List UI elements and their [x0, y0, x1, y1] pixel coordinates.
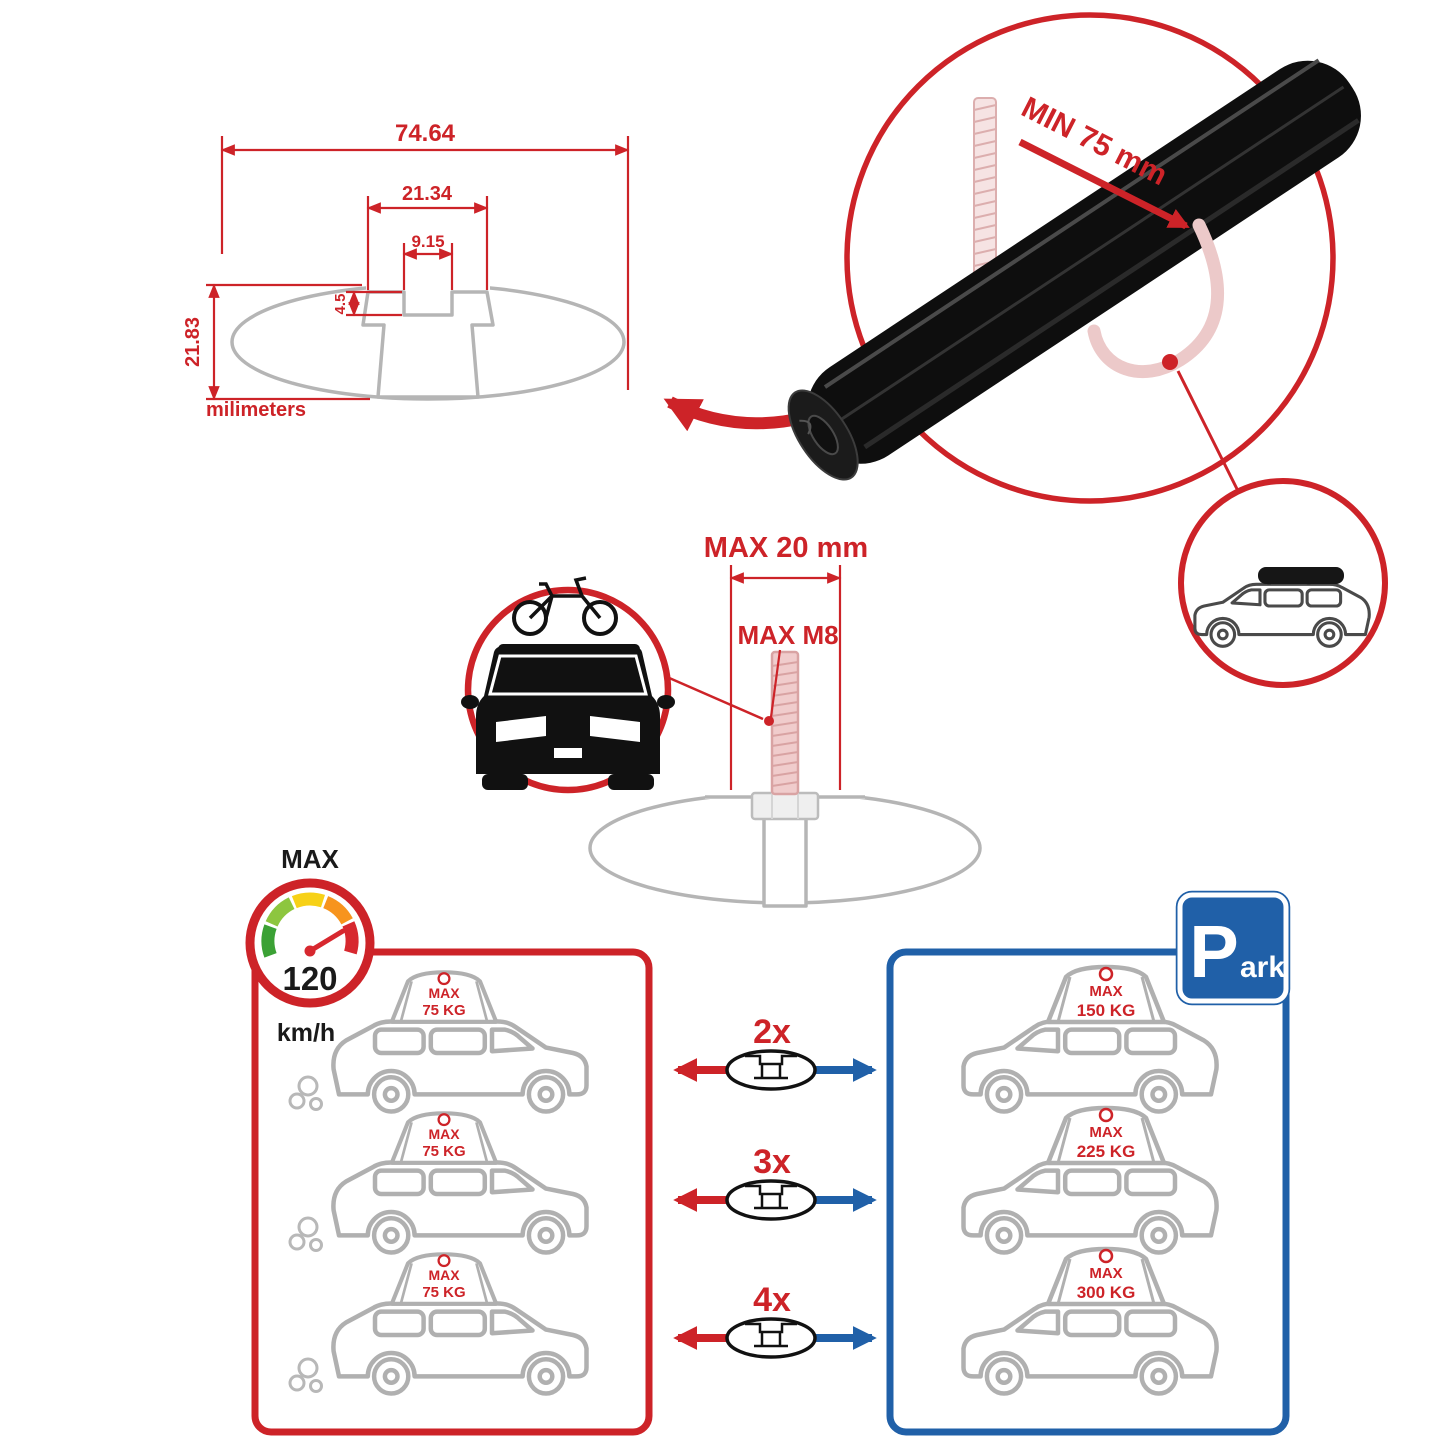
bolt-detail-section: MAX 20 mm MAX M8 [461, 532, 982, 908]
speed-units: km/h [277, 1019, 335, 1047]
load-value: 150 KG [1077, 1001, 1136, 1020]
load-value: 225 KG [1077, 1142, 1136, 1161]
dim-slot-opening: 9.15 [411, 232, 444, 251]
load-value: 75 KG [422, 1143, 465, 1160]
roof-box [1258, 567, 1344, 584]
exhaust-puffs [288, 1357, 323, 1393]
multiplier-rows: 2x 3x 4x [673, 1013, 877, 1359]
bolt-max-length-label: MAX 20 mm [704, 532, 868, 564]
multiplier-2x: 2x [753, 1013, 791, 1051]
gauge-needle [307, 928, 346, 954]
load-label: MAX [1089, 1265, 1122, 1282]
clamp-point-dot [1162, 354, 1178, 370]
profile-dimension-diagram: 74.64 21.34 9.15 4.5 21.83 milimeters [182, 120, 630, 421]
multiplier-4x: 4x [753, 1281, 791, 1319]
dim-units-label: milimeters [206, 399, 306, 421]
crossbar-profile-icon [725, 1049, 817, 1091]
exhaust-puffs [288, 1216, 323, 1252]
parking-letter: P [1189, 910, 1238, 993]
load-label: MAX [428, 985, 460, 1001]
load-label: MAX [1089, 1124, 1122, 1141]
multiplier-3x: 3x [753, 1143, 791, 1181]
ghost-bolt [750, 650, 820, 821]
load-value: 300 KG [1077, 1283, 1136, 1302]
load-label: MAX [428, 1267, 460, 1283]
speed-value: 120 [282, 960, 337, 997]
crossbar-profile-icon [725, 1317, 817, 1359]
speed-max-label: MAX [281, 844, 339, 874]
roofbox-suv-callout [1178, 478, 1388, 688]
crossbar-profile-icon [725, 1179, 817, 1221]
load-label: MAX [428, 1126, 460, 1142]
bike-callout-link [666, 675, 764, 721]
callout-link-line [1176, 370, 1240, 492]
parked-cars: MAX 150 KG MAX 225 KG MAX 300 KG [964, 967, 1217, 1394]
dim-slot-depth: 4.5 [332, 294, 349, 315]
crossbar-detail-callout: MIN 75 mm [787, 12, 1388, 688]
profile-t-slot [361, 290, 495, 399]
parking-suffix: ark [1240, 951, 1285, 984]
slot-stem [762, 816, 808, 908]
dim-total-height: 21.83 [182, 317, 204, 367]
min-clearance-arrow [1018, 138, 1190, 230]
parking-sign-icon: P ark [1175, 890, 1291, 1006]
dim-channel-width: 21.34 [402, 183, 453, 205]
bike-icon [512, 576, 618, 636]
load-value: 75 KG [422, 1284, 465, 1301]
load-label: MAX [1089, 983, 1122, 1000]
speed-limit-gauge: MAX 120 km/h [245, 844, 375, 1047]
dim-total-width: 74.64 [395, 120, 456, 147]
bolt-max-thread-label: MAX M8 [737, 620, 838, 650]
zoom-circle [844, 12, 1336, 504]
bike-car-callout [461, 576, 675, 794]
ghost-threaded-rod [973, 97, 997, 279]
ghost-clamp-loop [1087, 218, 1224, 379]
load-value: 75 KG [422, 1002, 465, 1019]
thread-point-dot [764, 716, 774, 726]
crossbar-3d [787, 58, 1361, 481]
moving-cars: MAX 75 KG MAX 75 KG MAX 75 KG [288, 972, 587, 1393]
bike-car-icon [461, 644, 675, 790]
exhaust-puffs [288, 1075, 323, 1111]
